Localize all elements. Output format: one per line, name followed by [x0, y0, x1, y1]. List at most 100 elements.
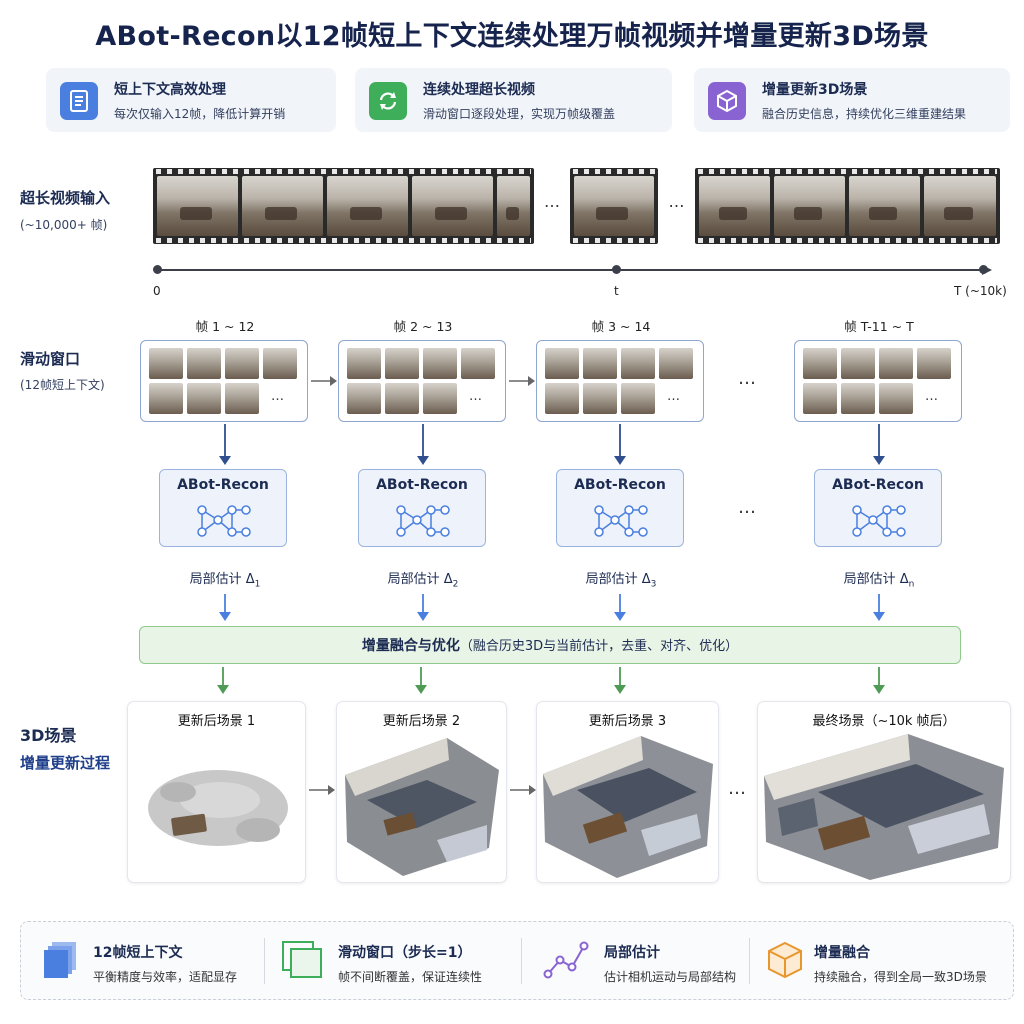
frame-thumbnail	[347, 348, 381, 379]
legend-title: 增量融合	[814, 945, 870, 961]
frame-thumbnail	[187, 348, 221, 379]
film-gap-ellipsis: …	[544, 192, 560, 211]
frame-thumbnail	[879, 348, 913, 379]
stack-icon	[44, 942, 76, 978]
frame-thumbnail	[621, 348, 655, 379]
local-estimate-label: 局部估计 Δ3	[585, 572, 657, 590]
frame-thumbnail	[423, 348, 457, 379]
legend-desc: 持续融合，得到全局一致3D场景	[814, 970, 987, 984]
down-arrow-icon	[217, 667, 229, 694]
down-arrow-icon	[873, 667, 885, 694]
frame-thumbnail	[461, 348, 495, 379]
down-arrow-icon	[614, 424, 626, 465]
timeline-start-label: 0	[153, 284, 161, 298]
local-estimate-label: 局部估计 Δn	[843, 572, 915, 590]
model-name: ABot-Recon	[832, 477, 924, 493]
graph-icon	[543, 941, 589, 979]
frame-thumbnail	[841, 348, 875, 379]
right-arrow-icon	[509, 376, 535, 386]
ellipsis: …	[738, 368, 756, 389]
scene-title: 最终场景（~10k 帧后）	[812, 714, 956, 729]
frame-thumbnail	[347, 383, 381, 414]
feature-desc: 融合历史信息，持续优化三维重建结果	[762, 107, 967, 121]
feature-card-short-context: 短上下文高效处理 每次仅输入12帧，降低计算开销	[46, 68, 336, 132]
window-icon	[282, 941, 322, 978]
point-cloud-image	[148, 770, 288, 846]
video-frame	[327, 176, 408, 236]
window-frames-last: …	[794, 340, 962, 422]
video-frame	[574, 176, 654, 236]
scene-panel-3: 更新后场景 3	[536, 701, 719, 883]
local-estimate-label: 局部估计 Δ2	[387, 572, 459, 590]
legend-desc: 平衡精度与效率，适配显存	[93, 970, 238, 984]
legend-desc: 帧不间断覆盖，保证连续性	[338, 970, 483, 984]
video-input-sub: (~10,000+ 帧)	[20, 218, 108, 232]
window-label: 帧 1 ~ 12	[195, 319, 255, 334]
feature-desc: 每次仅输入12帧，降低计算开销	[114, 107, 286, 121]
right-arrow-icon	[309, 785, 335, 795]
film-strip-segment	[570, 168, 658, 244]
video-frame	[497, 176, 530, 236]
down-arrow-icon	[219, 424, 231, 465]
fusion-detail: （融合历史3D与当前估计，去重、对齐、优化）	[459, 639, 739, 654]
page-title: ABot-Recon以12帧短上下文连续处理万帧视频并增量更新3D场景	[95, 21, 929, 52]
scene-section-sub: 增量更新过程	[20, 754, 111, 772]
feature-card-incremental: 增量更新3D场景 融合历史信息，持续优化三维重建结果	[694, 68, 1010, 132]
ellipsis: …	[738, 497, 756, 518]
window-label: 帧 T-11 ~ T	[844, 319, 914, 334]
feature-title: 增量更新3D场景	[762, 82, 868, 98]
frame-thumbnail	[545, 383, 579, 414]
right-arrow-icon	[311, 376, 337, 386]
legend-title: 12帧短上下文	[93, 945, 183, 961]
network-icon	[197, 505, 251, 537]
legend-divider	[264, 938, 265, 984]
model-box: ABot-Recon	[814, 469, 942, 547]
scene-title: 更新后场景 2	[382, 714, 461, 729]
legend-divider	[749, 938, 750, 984]
scene-title: 更新后场景 3	[588, 714, 667, 729]
model-box: ABot-Recon	[358, 469, 486, 547]
feature-title: 短上下文高效处理	[114, 82, 226, 98]
network-icon	[852, 505, 906, 537]
cube-icon	[708, 82, 746, 120]
video-input-label: 超长视频输入	[20, 189, 111, 207]
frame-thumbnail	[263, 348, 297, 379]
legend-panel	[20, 921, 1014, 1000]
frame-thumbnail	[423, 383, 457, 414]
down-arrow-icon	[417, 594, 429, 621]
frame-thumbnail	[149, 383, 183, 414]
frame-thumbnail	[879, 383, 913, 414]
window-ellipsis: …	[271, 389, 284, 404]
frame-thumbnail	[545, 348, 579, 379]
film-strip-segment	[153, 168, 534, 244]
network-icon	[594, 505, 648, 537]
scene-panel-final: 最终场景（~10k 帧后）	[757, 701, 1011, 883]
frame-thumbnail	[803, 383, 837, 414]
network-icon	[396, 505, 450, 537]
window-ellipsis: …	[667, 389, 680, 404]
frame-thumbnail	[803, 348, 837, 379]
window-label: 帧 3 ~ 14	[591, 319, 651, 334]
scene-panel-2: 更新后场景 2	[336, 701, 507, 883]
down-arrow-icon	[417, 424, 429, 465]
frame-thumbnail	[225, 383, 259, 414]
model-box: ABot-Recon	[159, 469, 287, 547]
feature-title: 连续处理超长视频	[423, 82, 535, 98]
model-name: ABot-Recon	[574, 477, 666, 493]
down-arrow-icon	[219, 594, 231, 621]
room-reconstruction-image	[764, 734, 1004, 880]
cube-icon	[768, 941, 802, 979]
sliding-window-label: 滑动窗口	[20, 350, 81, 368]
film-strip-segment	[695, 168, 1000, 244]
room-reconstruction-image	[345, 738, 499, 876]
refresh-icon	[369, 82, 407, 120]
down-arrow-icon	[614, 667, 626, 694]
frame-thumbnail	[621, 383, 655, 414]
document-icon	[60, 82, 98, 120]
ellipsis: …	[728, 778, 746, 799]
frame-thumbnail	[583, 348, 617, 379]
model-box: ABot-Recon	[556, 469, 684, 547]
frame-thumbnail	[149, 348, 183, 379]
frame-thumbnail	[187, 383, 221, 414]
fusion-bar: 增量融合与优化（融合历史3D与当前估计，去重、对齐、优化）	[139, 626, 961, 664]
